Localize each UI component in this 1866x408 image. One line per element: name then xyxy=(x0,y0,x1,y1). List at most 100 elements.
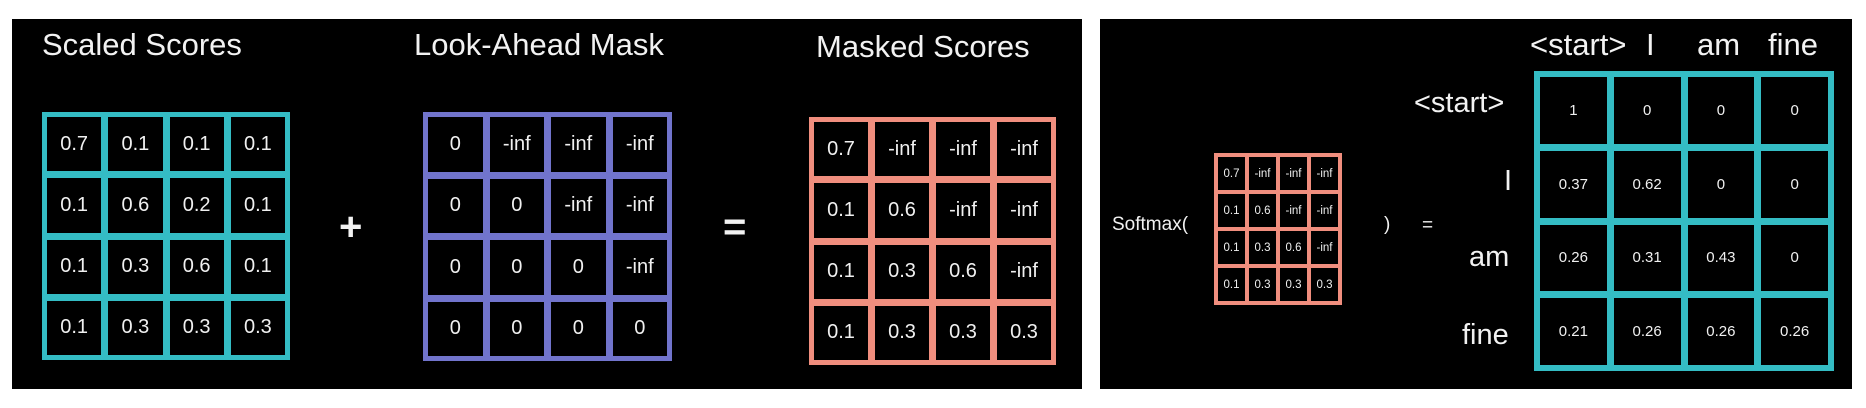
scaled-score-cell: 0.1 xyxy=(230,178,285,233)
masking-panel: Scaled Scores Look-Ahead Mask Masked Sco… xyxy=(12,19,1082,389)
mask-cell: -inf xyxy=(551,117,606,172)
mask-cell: 0 xyxy=(428,117,483,172)
masked-score-cell: -inf xyxy=(936,122,990,177)
attention-weight-cell: 0 xyxy=(1761,77,1828,144)
mask-cell: 0 xyxy=(428,178,483,233)
softmax-input-cell: 0.7 xyxy=(1218,157,1245,190)
scaled-score-cell: 0.6 xyxy=(169,239,224,294)
masked-score-cell: -inf xyxy=(997,183,1051,238)
attention-weight-cell: 0.62 xyxy=(1613,150,1681,218)
column-label-start: <start> xyxy=(1530,27,1627,62)
mask-cell: 0 xyxy=(489,178,544,233)
equals-operator-right: = xyxy=(1422,215,1434,236)
scaled-score-cell: 0.1 xyxy=(169,117,224,172)
softmax-input-cell: 0.3 xyxy=(1249,268,1276,301)
softmax-input-cell: 0.3 xyxy=(1311,268,1338,301)
attention-weight-cell: 0.26 xyxy=(1761,298,1828,365)
softmax-input-cell: 0.3 xyxy=(1280,268,1307,301)
scaled-scores-title: Scaled Scores xyxy=(42,27,242,62)
plus-operator: + xyxy=(339,205,363,249)
scaled-score-cell: 0.7 xyxy=(47,117,102,172)
attention-weight-cell: 0 xyxy=(1687,150,1755,218)
attention-weight-cell: 0.26 xyxy=(1540,224,1607,292)
mask-cell: 0 xyxy=(551,240,606,295)
attention-weight-cell: 0.43 xyxy=(1687,224,1755,292)
row-label-i: I xyxy=(1504,165,1513,197)
softmax-input-cell: -inf xyxy=(1311,194,1338,227)
row-label-am: am xyxy=(1469,241,1510,273)
masked-score-cell: -inf xyxy=(875,122,929,177)
masked-score-cell: -inf xyxy=(936,183,990,238)
softmax-input-cell: -inf xyxy=(1311,231,1338,264)
softmax-input-cell: -inf xyxy=(1280,157,1307,190)
scaled-score-cell: 0.3 xyxy=(108,239,163,294)
softmax-input-cell: 0.1 xyxy=(1218,231,1245,264)
softmax-input-cell: 0.1 xyxy=(1218,194,1245,227)
attention-weight-cell: 0 xyxy=(1687,77,1755,144)
softmax-input-cell: -inf xyxy=(1249,157,1276,190)
masked-score-cell: -inf xyxy=(997,122,1051,177)
scaled-score-cell: 0.1 xyxy=(47,178,102,233)
mask-cell: -inf xyxy=(612,117,667,172)
attention-weight-cell: 0.31 xyxy=(1613,224,1681,292)
scaled-score-cell: 0.1 xyxy=(108,117,163,172)
masked-score-cell: 0.1 xyxy=(814,244,868,299)
mask-cell: 0 xyxy=(612,301,667,356)
scaled-score-cell: 0.1 xyxy=(47,239,102,294)
scaled-score-cell: 0.3 xyxy=(230,300,285,355)
scaled-score-cell: 0.1 xyxy=(47,300,102,355)
attention-weight-cell: 0 xyxy=(1613,77,1681,144)
masked-score-cell: 0.6 xyxy=(936,244,990,299)
masked-score-cell: -inf xyxy=(997,244,1051,299)
row-label-start: <start> xyxy=(1414,87,1505,119)
column-label-am: am xyxy=(1697,27,1741,62)
mask-cell: -inf xyxy=(551,178,606,233)
mask-cell: 0 xyxy=(489,301,544,356)
mask-cell: 0 xyxy=(551,301,606,356)
column-label-fine: fine xyxy=(1768,27,1818,62)
masked-scores-title: Masked Scores xyxy=(816,29,1030,64)
column-label-i: I xyxy=(1646,27,1655,62)
masked-score-cell: 0.3 xyxy=(875,244,929,299)
look-ahead-mask-title: Look-Ahead Mask xyxy=(414,27,664,62)
softmax-input-cell: 0.6 xyxy=(1249,194,1276,227)
softmax-open-label: Softmax( xyxy=(1112,214,1189,235)
equals-operator: = xyxy=(723,205,747,249)
attention-weight-cell: 0.37 xyxy=(1540,150,1607,218)
softmax-input-cell: -inf xyxy=(1311,157,1338,190)
attention-weight-cell: 1 xyxy=(1540,77,1607,144)
attention-weight-cell: 0.26 xyxy=(1613,298,1681,365)
softmax-input-cell: 0.6 xyxy=(1280,231,1307,264)
attention-weight-cell: 0 xyxy=(1761,224,1828,292)
row-label-fine: fine xyxy=(1462,319,1509,351)
mask-cell: 0 xyxy=(428,240,483,295)
masked-score-cell: 0.6 xyxy=(875,183,929,238)
attention-weight-cell: 0 xyxy=(1761,150,1828,218)
softmax-close-label: ) xyxy=(1384,214,1391,235)
softmax-input-cell: -inf xyxy=(1280,194,1307,227)
scaled-score-cell: 0.1 xyxy=(230,239,285,294)
softmax-input-cell: 0.1 xyxy=(1218,268,1245,301)
masked-score-cell: 0.3 xyxy=(997,305,1051,360)
mask-cell: 0 xyxy=(428,301,483,356)
masked-score-cell: 0.1 xyxy=(814,183,868,238)
mask-cell: -inf xyxy=(612,178,667,233)
masked-score-cell: 0.3 xyxy=(936,305,990,360)
attention-weight-cell: 0.21 xyxy=(1540,298,1607,365)
scaled-score-cell: 0.1 xyxy=(230,117,285,172)
mask-cell: 0 xyxy=(489,240,544,295)
masked-score-cell: 0.1 xyxy=(814,305,868,360)
scaled-score-cell: 0.2 xyxy=(169,178,224,233)
masked-score-cell: 0.3 xyxy=(875,305,929,360)
mask-cell: -inf xyxy=(612,240,667,295)
masked-score-cell: 0.7 xyxy=(814,122,868,177)
scaled-score-cell: 0.3 xyxy=(169,300,224,355)
scaled-score-cell: 0.3 xyxy=(108,300,163,355)
softmax-input-cell: 0.3 xyxy=(1249,231,1276,264)
